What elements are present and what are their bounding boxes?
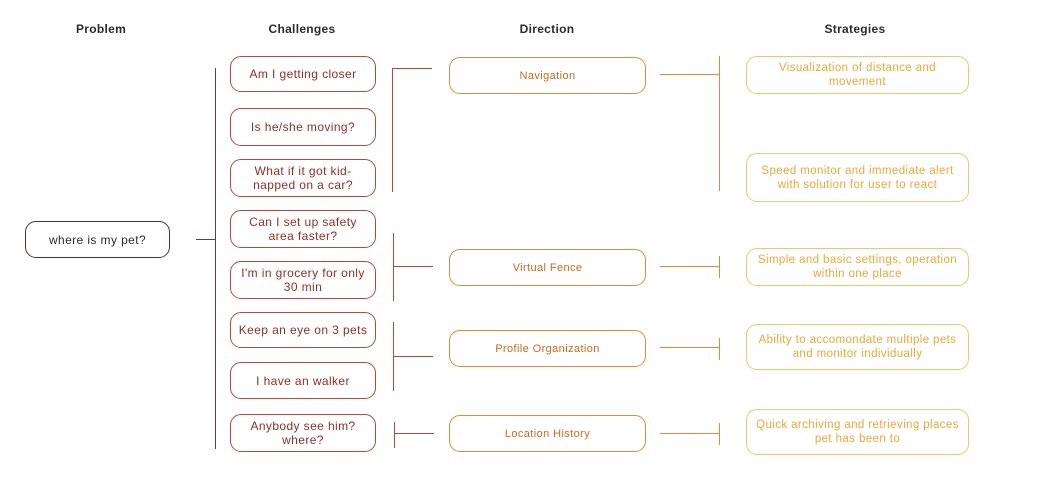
header-challenges: Challenges [268, 22, 336, 36]
challenge-node: Is he/she moving? [230, 108, 376, 146]
bracket-location-history [394, 422, 396, 448]
direction-node: Profile Organization [449, 330, 646, 367]
challenge-node: Am I getting closer [230, 56, 376, 92]
connector-profile-organization [393, 356, 433, 358]
challenge-node: Keep an eye on 3 pets [230, 312, 376, 348]
challenge-node: Can I set up safety area faster? [230, 210, 376, 248]
connector-virtual-fence [393, 266, 433, 268]
tick-history-strategy [719, 423, 721, 445]
header-problem: Problem [75, 22, 127, 36]
strategy-node: Simple and basic settings, operation wit… [746, 248, 969, 286]
challenge-node: Anybody see him? where? [230, 414, 376, 452]
connector-history-strategy [660, 433, 719, 435]
direction-node: Virtual Fence [449, 249, 646, 286]
connector-problem-bracket [215, 68, 217, 449]
connector-profile-strategy [660, 347, 719, 349]
connector-virtual-fence-strategy [660, 266, 719, 268]
header-strategies: Strategies [824, 22, 886, 36]
strategy-node: Visualization of distance and movement [746, 56, 969, 94]
tick-profile-strategy [719, 338, 721, 360]
strategy-node: Speed monitor and immediate alert with s… [746, 153, 969, 202]
direction-node: Navigation [449, 57, 646, 94]
strategy-node: Ability to accomondate multiple pets and… [746, 324, 969, 370]
direction-node: Location History [449, 415, 646, 452]
header-direction: Direction [519, 22, 575, 36]
problem-node: where is my pet? [25, 221, 170, 258]
challenge-node: I have an walker [230, 362, 376, 399]
connector-problem [196, 239, 216, 241]
tick-virtual-fence-strategy [719, 256, 721, 278]
challenge-node: I'm in grocery for only 30 min [230, 261, 376, 299]
bracket-navigation [392, 68, 394, 192]
bracket-navigation-strategies [719, 56, 721, 191]
connector-navigation-strategies [660, 74, 719, 76]
connector-location-history [394, 433, 434, 435]
strategy-node: Quick archiving and retrieving places pe… [746, 409, 969, 455]
challenge-node: What if it got kid-napped on a car? [230, 159, 376, 197]
connector-navigation [392, 68, 432, 70]
